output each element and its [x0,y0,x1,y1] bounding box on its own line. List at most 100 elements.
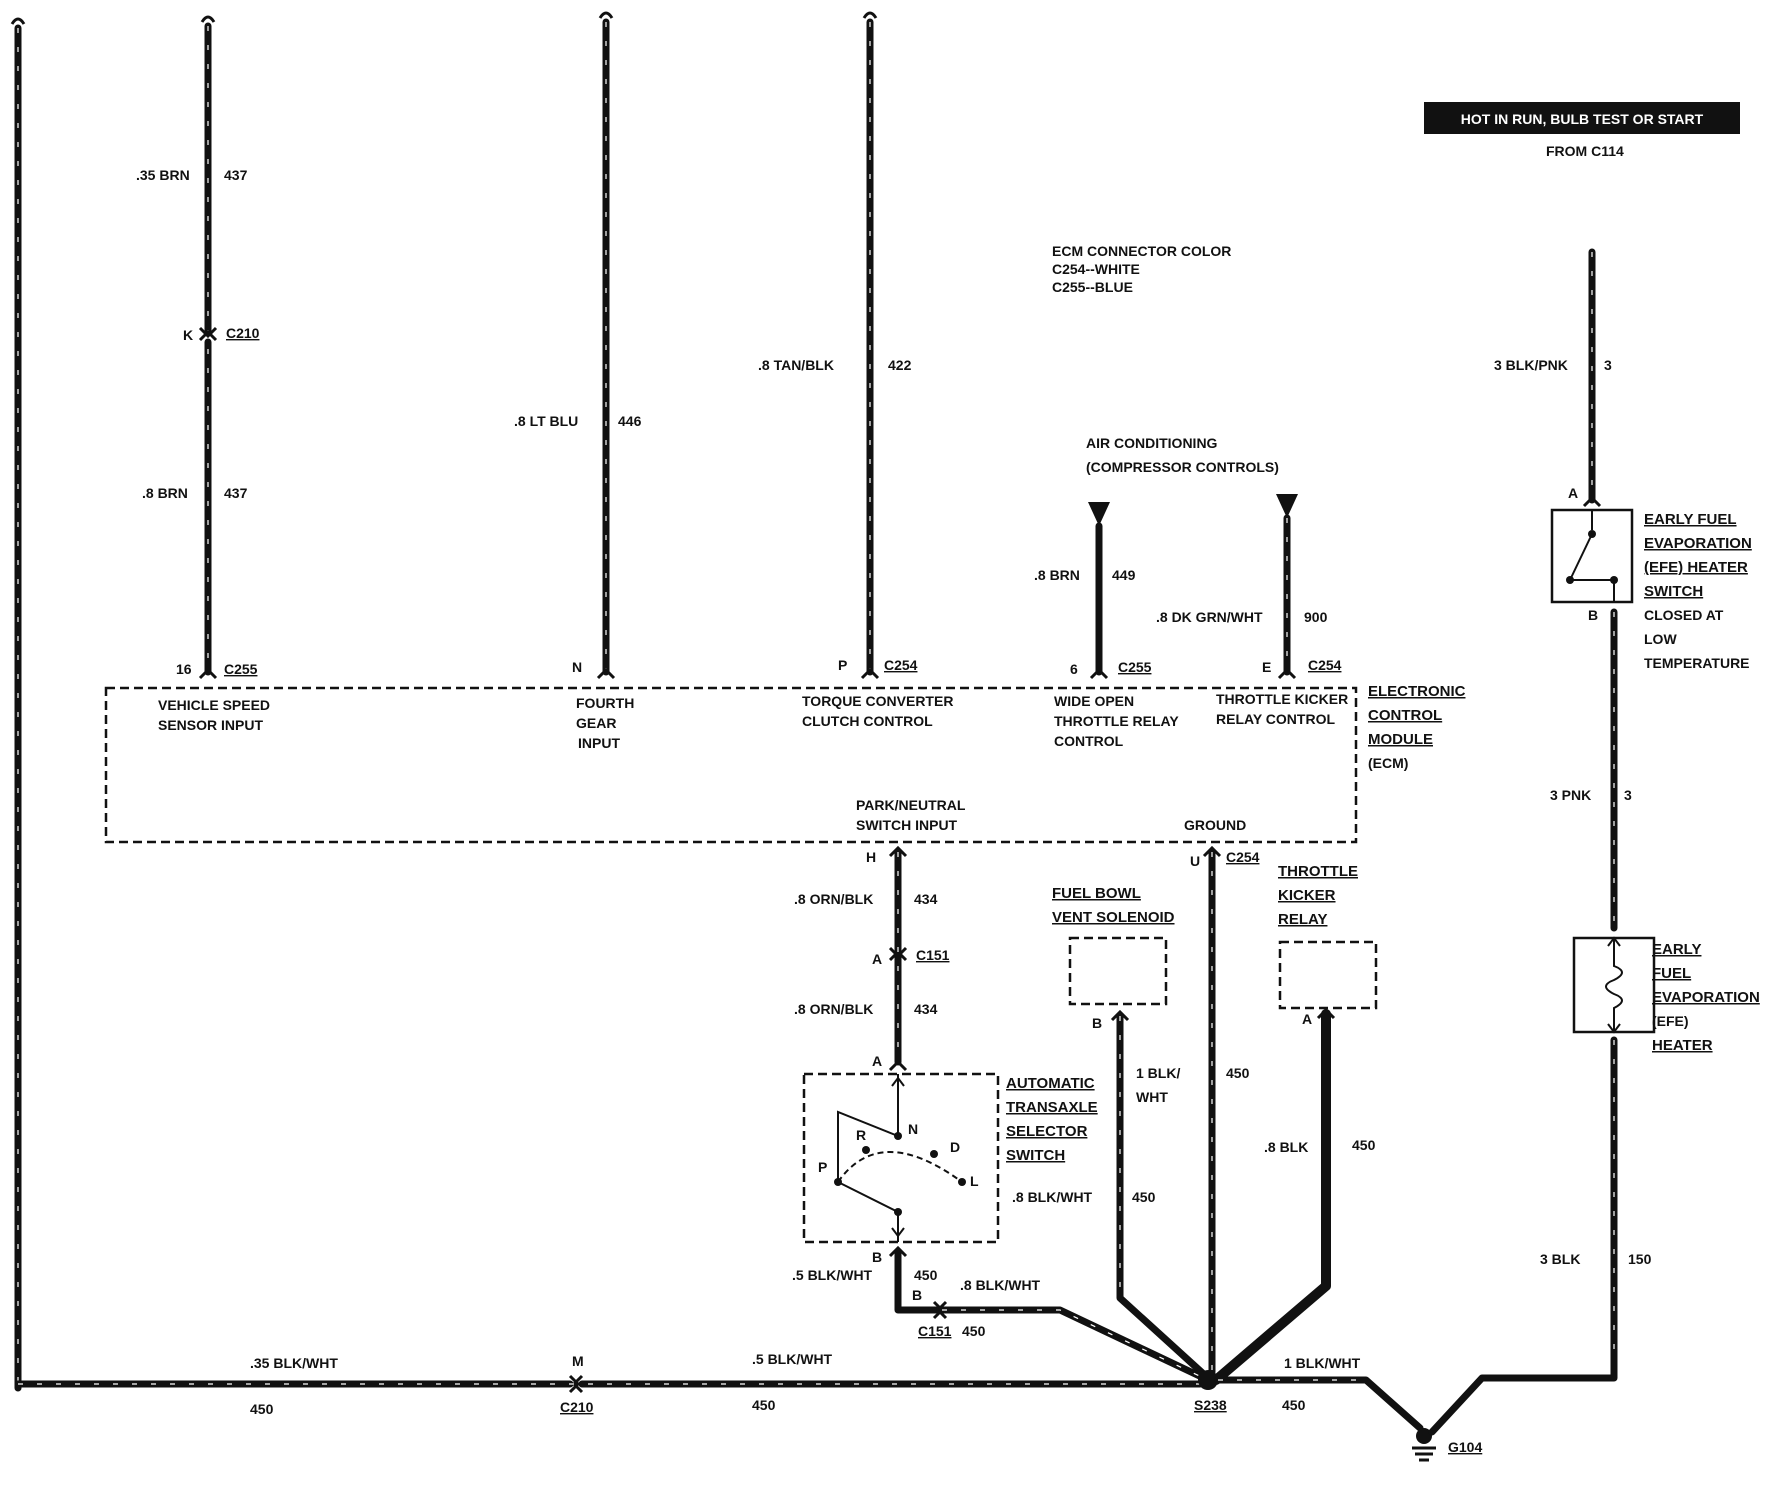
wire-446 [596,11,616,680]
tcc-conn: C254 [884,657,918,673]
bottom-left-circuit: 450 [250,1401,274,1417]
w450tk-gauge: .8 BLK [1264,1139,1308,1155]
gnd-pin: U [1190,853,1200,869]
banner-from: FROM C114 [1546,143,1624,159]
w450fb2-gauge: .8 BLK/WHT [1012,1189,1093,1205]
c151b-gauge: .8 BLK/WHT [960,1277,1041,1293]
w3b-gauge: 3 PNK [1550,787,1591,803]
c210-connector-k: C210 [226,325,260,341]
c210m-conn: C210 [560,1399,594,1415]
wire-450-fuel-bowl [1110,1009,1212,1382]
w446-circuit: 446 [618,413,642,429]
bottom-mid-gauge: .5 BLK/WHT [752,1351,833,1367]
c210m-pin: M [572,1353,584,1369]
selector-n: N [908,1121,918,1137]
c210-pin-k: K [183,327,193,343]
fuel-bowl-solenoid [1068,936,1168,1006]
w450g-circuit: 450 [1226,1065,1250,1081]
selector-title-1: AUTOMATIC [1006,1075,1095,1092]
wot-pin: 6 [1070,661,1078,677]
fourth-pin: N [572,659,582,675]
efe-heater-title-3: EVAPORATION [1652,989,1760,1006]
c151a-pin: A [872,951,882,967]
splice-s238: S238 [1194,1397,1227,1413]
wot-label-3: CONTROL [1054,733,1124,749]
tk-conn: C254 [1308,657,1342,673]
w446-gauge: .8 LT BLU [514,413,578,429]
selector-title-4: SWITCH [1006,1147,1065,1164]
fourth-label-3: INPUT [578,735,620,751]
wire-450-ground [1202,845,1222,1376]
gnd-label: GROUND [1184,817,1246,833]
wire-150 [1428,1036,1618,1436]
ecm-title-3: MODULE [1368,731,1433,748]
w450fb-label-1: 1 BLK/ [1136,1065,1180,1081]
w437b-circuit: 437 [224,485,248,501]
ecm-box [104,686,1358,844]
wire-left-vertical [10,17,26,1392]
w449-circuit: 449 [1112,567,1136,583]
wire-450-tk-relay [1211,1007,1336,1385]
selector-l: L [970,1173,979,1189]
selector-pin-a: A [872,1053,882,1069]
ac-label-1: AIR CONDITIONING [1086,435,1218,451]
selector-p: P [818,1159,827,1175]
ecm-color-c254: C254--WHITE [1052,261,1140,277]
fuel-bowl-pin: B [1092,1015,1102,1031]
fourth-label-2: GEAR [576,715,616,731]
ground-g104-symbol [1412,1428,1436,1462]
w900-gauge: .8 DK GRN/WHT [1156,609,1263,625]
ecm-color-title: ECM CONNECTOR COLOR [1052,243,1231,259]
vss-pin: 16 [176,661,192,677]
wire-450-bottom [14,1370,1424,1432]
pn-label-1: PARK/NEUTRAL [856,797,966,813]
tk-relay-box [1278,940,1378,1010]
bottom-mid-circuit: 450 [752,1397,776,1413]
wire-900 [1276,494,1298,680]
w434b-gauge: .8 ORN/BLK [794,1001,873,1017]
tk-relay-title-1: THROTTLE [1278,863,1358,880]
w150-circuit: 150 [1628,1251,1652,1267]
ecm-title-1: ELECTRONIC [1368,683,1466,700]
tk-relay-title-3: RELAY [1278,911,1327,928]
wot-label-1: WIDE OPEN [1054,693,1134,709]
ground-g104: G104 [1448,1439,1482,1455]
fuel-bowl-title-2: VENT SOLENOID [1052,909,1175,926]
bottom-left-gauge: .35 BLK/WHT [250,1355,338,1371]
tcc-label-1: TORQUE CONVERTER [802,693,953,709]
w422-gauge: .8 TAN/BLK [758,357,834,373]
banner-box [1424,102,1740,134]
wot-conn: C255 [1118,659,1152,675]
ecm-title-4: (ECM) [1368,755,1408,771]
bottom-right-circuit: 450 [1282,1397,1306,1413]
tk-relay-pin: A [1302,1011,1312,1027]
selector-d: D [950,1139,960,1155]
w450fb2-circuit: 450 [1132,1189,1156,1205]
gnd-conn: C254 [1226,849,1260,865]
w437a-circuit: 437 [224,167,248,183]
vss-label-2: SENSOR INPUT [158,717,263,733]
ac-label-2: (COMPRESSOR CONTROLS) [1086,459,1279,475]
efe-switch-pin-b: B [1588,607,1598,623]
fourth-label-1: FOURTH [576,695,634,711]
efe-switch-note-3: TEMPERATURE [1644,655,1750,671]
pn-label-2: SWITCH INPUT [856,817,958,833]
efe-switch-title-4: SWITCH [1644,583,1703,600]
tcc-pin: P [838,657,847,673]
w437b-gauge: .8 BRN [142,485,188,501]
w450tk-circuit: 450 [1352,1137,1376,1153]
w3b-circuit: 3 [1624,787,1632,803]
tk-relay-title-2: KICKER [1278,887,1336,904]
ecm-title-2: CONTROL [1368,707,1442,724]
efe-switch-pin-a: A [1568,485,1578,501]
w900-circuit: 900 [1304,609,1328,625]
w434b-circuit: 434 [914,1001,938,1017]
bottom-right-gauge: 1 BLK/WHT [1284,1355,1361,1371]
efe-heater-title-1: EARLY [1652,941,1701,958]
pn-pin: H [866,849,876,865]
efe-switch-note-2: LOW [1644,631,1677,647]
w434a-gauge: .8 ORN/BLK [794,891,873,907]
w3a-circuit: 3 [1604,357,1612,373]
efe-heater-title-5: HEATER [1652,1037,1713,1054]
